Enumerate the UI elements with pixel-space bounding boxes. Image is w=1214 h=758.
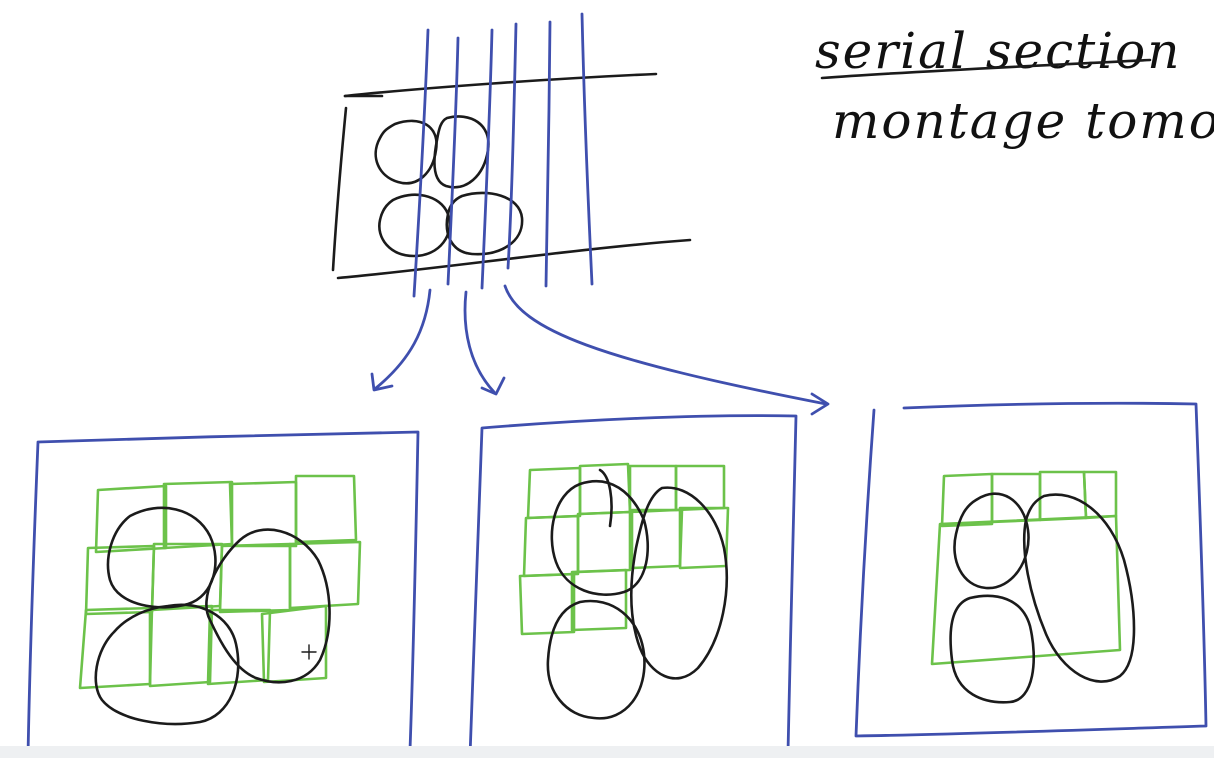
cell	[548, 601, 645, 718]
cell	[96, 605, 238, 724]
montage-tile	[520, 574, 574, 634]
montage-tile	[528, 468, 580, 518]
montage-tile	[86, 546, 154, 614]
title-montage-tomography: montage tomogr	[832, 92, 1214, 150]
section-line	[482, 30, 492, 288]
montage-tile-large	[932, 516, 1120, 664]
block-bottom-edge	[338, 240, 690, 278]
block-left-edge	[333, 108, 346, 270]
montage-grid	[80, 476, 360, 688]
montage-tile	[220, 544, 290, 612]
cell-2	[434, 116, 488, 187]
montage-tile	[96, 486, 166, 552]
montage-tile	[1084, 472, 1116, 518]
section-panel-1	[28, 432, 418, 756]
montage-tile	[164, 482, 232, 548]
section-line	[582, 14, 592, 284]
block-top-edge	[345, 74, 656, 96]
montage-tile	[942, 474, 992, 526]
montage-tile	[262, 606, 326, 682]
arrow-2-shaft	[465, 292, 494, 392]
cell	[951, 596, 1034, 702]
montage-tile	[80, 608, 152, 688]
arrow-3-shaft	[505, 286, 826, 404]
title-serial-section: serial section	[815, 22, 1181, 80]
arrows	[372, 286, 828, 414]
section-line	[546, 22, 550, 286]
section-lines	[414, 14, 592, 296]
montage-tile	[572, 570, 626, 630]
cell	[108, 508, 215, 607]
montage-tile	[632, 510, 682, 568]
montage-grid	[520, 464, 728, 634]
section-panel-3	[856, 403, 1206, 736]
arrow-1-shaft	[376, 290, 430, 388]
section-panel-2	[470, 416, 796, 756]
bottom-strip	[0, 746, 1214, 758]
montage-tile	[150, 606, 212, 686]
montage-tile	[578, 512, 630, 572]
crosshair-cursor-icon	[302, 645, 316, 659]
section-frame	[856, 403, 1206, 736]
cell-stroke	[600, 470, 612, 526]
cell-1	[376, 121, 437, 183]
montage-tile	[296, 476, 356, 542]
montage-tile	[230, 482, 296, 546]
cell-3	[379, 195, 449, 256]
montage-tile	[152, 544, 222, 610]
montage-tile	[992, 474, 1040, 522]
cell	[552, 481, 648, 594]
section-line	[508, 24, 516, 268]
